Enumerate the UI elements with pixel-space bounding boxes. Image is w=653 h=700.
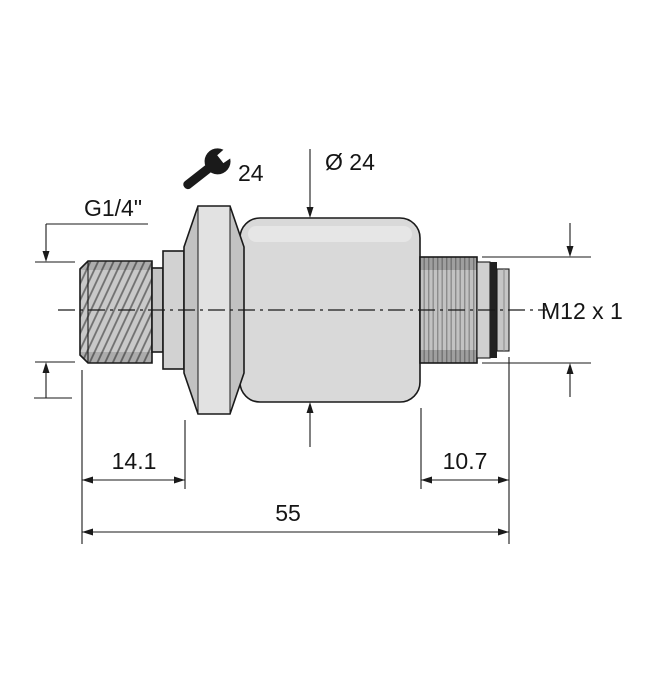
connector-shade-bottom [420, 350, 477, 363]
process-thread-g14 [79, 260, 153, 364]
arrow-up-icon [566, 363, 574, 374]
body-highlight [248, 226, 412, 242]
dim-overall-label: 55 [275, 500, 301, 526]
dimension-length-left: 14.1 [82, 448, 185, 484]
arrow-up-icon [42, 362, 50, 373]
dim-right-label: 10.7 [443, 448, 488, 474]
arrow-left-icon [82, 476, 93, 484]
arrow-down-icon [306, 207, 314, 218]
hex-outline [183, 205, 245, 415]
extension-lines [81, 357, 510, 544]
dimension-length-right: 10.7 [421, 448, 509, 484]
arrow-right-icon [174, 476, 185, 484]
arrow-left-icon [82, 528, 93, 536]
thread-hatch [80, 261, 152, 363]
wrench-callout: 24 [183, 148, 264, 190]
arrow-right-icon [498, 528, 509, 536]
wrench-size-label: 24 [238, 160, 264, 186]
connector-size-label: M12 x 1 [541, 298, 623, 324]
dim-left-label: 14.1 [112, 448, 157, 474]
connector-shade-top [420, 257, 477, 270]
arrow-down-icon [42, 251, 50, 262]
dimension-length-overall: 55 [82, 500, 509, 536]
diameter-label: Ø 24 [325, 149, 375, 175]
arrow-right-icon [498, 476, 509, 484]
hex-right-facet [230, 206, 244, 414]
dimension-body-diameter: Ø 24 [306, 149, 375, 447]
dimension-thread-g14: G1/4" [34, 195, 148, 399]
wrench-icon [183, 148, 231, 190]
dimension-connector-m12: M12 x 1 [482, 223, 623, 397]
arrow-down-icon [566, 246, 574, 257]
arrow-left-icon [421, 476, 432, 484]
thread-size-label: G1/4" [84, 195, 142, 221]
arrow-up-icon [306, 402, 314, 413]
